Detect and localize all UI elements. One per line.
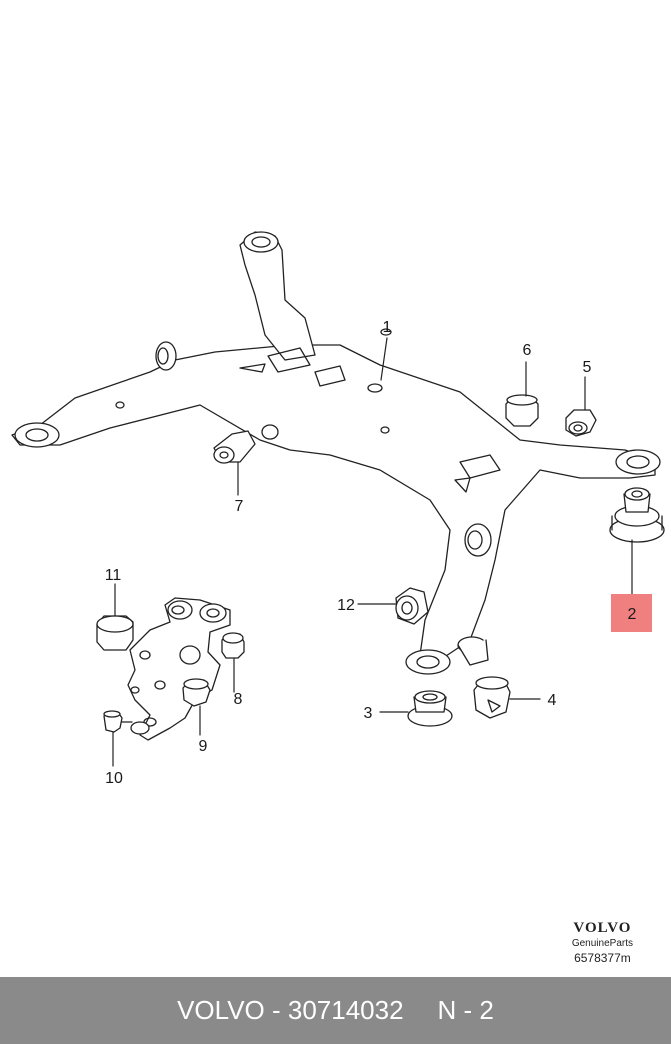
mount-2 xyxy=(609,487,665,543)
footer-part-number: VOLVO - 30714032 xyxy=(177,995,404,1025)
footer-reference: N - 2 xyxy=(437,995,494,1025)
bushing-8 xyxy=(221,632,245,659)
bushing-7 xyxy=(213,424,279,464)
exploded-parts-diagram: 1 2 3 4 5 6 7 8 9 10 11 12 xyxy=(11,231,665,787)
bushing-12 xyxy=(395,587,429,625)
bushing-10 xyxy=(103,710,133,733)
callout-7: 7 xyxy=(235,498,244,515)
callout-12: 12 xyxy=(337,597,355,614)
bushing-11 xyxy=(96,615,134,651)
drawing-code: 6578377m xyxy=(574,951,631,965)
callout-labels: 1 2 3 4 5 6 7 8 9 10 11 12 xyxy=(105,319,637,787)
brand-block: VOLVO GenuineParts 6578377m xyxy=(572,920,633,965)
bushing-9 xyxy=(182,678,211,707)
footer-bar: VOLVO - 30714032 N - 2 xyxy=(0,977,671,1044)
mount-3 xyxy=(407,690,453,727)
callout-2: 2 xyxy=(628,606,637,623)
callout-3: 3 xyxy=(364,705,373,722)
callout-5: 5 xyxy=(583,359,592,376)
callout-9: 9 xyxy=(199,738,208,755)
callout-6: 6 xyxy=(523,342,532,359)
bushing-6 xyxy=(505,394,539,427)
bushing-4 xyxy=(457,636,511,719)
callout-11: 11 xyxy=(105,567,122,584)
bushing-5 xyxy=(565,409,597,437)
callout-1: 1 xyxy=(383,319,392,336)
highlight-box xyxy=(611,594,652,632)
knuckle-assembly xyxy=(127,597,231,741)
leader-lines xyxy=(112,337,633,767)
subframe xyxy=(11,231,661,675)
callout-8: 8 xyxy=(234,691,243,708)
brand-subtitle: GenuineParts xyxy=(571,938,633,949)
callout-4: 4 xyxy=(548,692,557,709)
callout-10: 10 xyxy=(105,770,123,787)
brand-logo: VOLVO xyxy=(573,920,632,936)
